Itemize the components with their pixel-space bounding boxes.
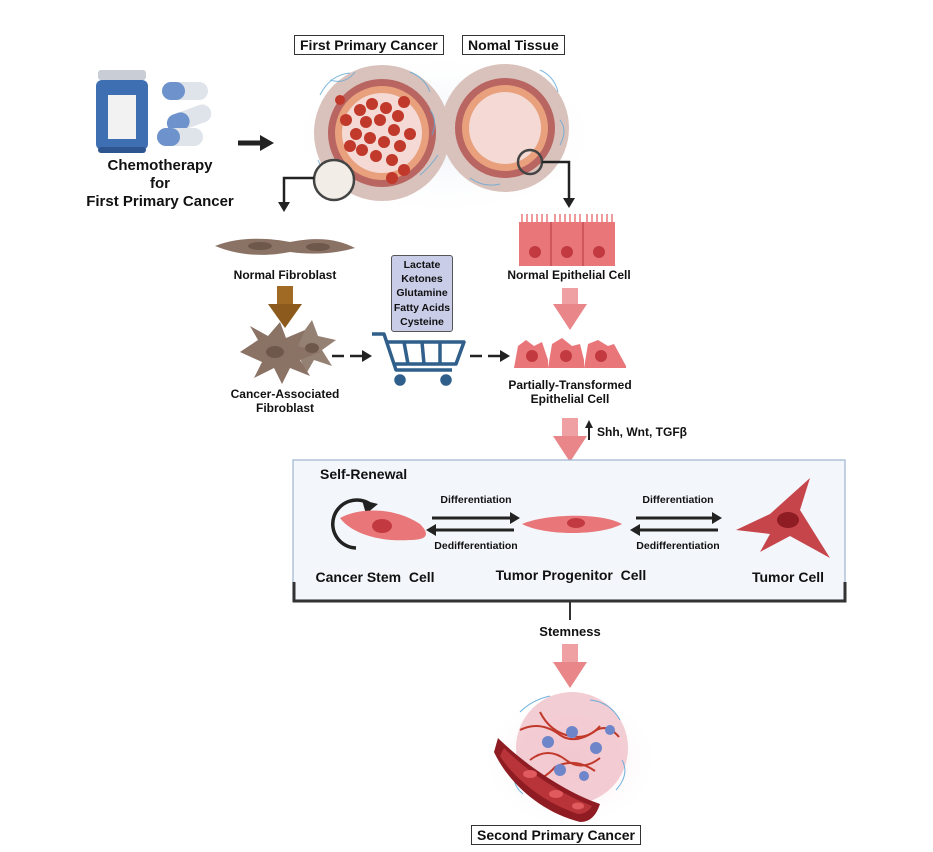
chemotherapy-label-line2: for	[150, 175, 170, 192]
metabolite-item: Fatty Acids	[393, 301, 451, 314]
partially-transformed-cells	[514, 338, 626, 368]
capsule-icon	[157, 82, 212, 146]
dedifferentiation-label-1: Dedifferentiation	[434, 540, 518, 552]
chemotherapy-label-line1: Chemotherapy	[107, 157, 213, 174]
caf-label-line1: Cancer-Associated	[230, 387, 340, 401]
tumor-progenitor-cell-label: Tumor Progenitor Cell	[495, 567, 647, 583]
metabolite-item: Cysteine	[400, 315, 444, 328]
chemotherapy-label: Chemotherapy for First Primary Cancer	[70, 157, 250, 211]
normal-epithelial-cell-label: Normal Epithelial Cell	[507, 268, 631, 282]
metabolite-item: Lactate	[403, 259, 441, 271]
differentiation-label-2: Differentiation	[642, 494, 714, 506]
normal-fibroblast-cell	[215, 238, 355, 255]
dedifferentiation-label-2: Dedifferentiation	[636, 540, 720, 552]
caf-label-line2: Fibroblast	[255, 401, 314, 416]
metabolite-item: Glutamine	[396, 287, 448, 300]
caf-label: Cancer-Associated Fibroblast	[205, 387, 365, 416]
metabolites-box: Lactate Ketones Glutamine Fatty Acids Cy…	[391, 255, 453, 332]
chemotherapy-label-line3: First Primary Cancer	[86, 193, 234, 210]
signals-label: Shh, Wnt, TGFβ	[597, 425, 687, 439]
partially-transformed-label-line1: Partially-Transformed	[508, 378, 632, 392]
partially-transformed-label-line2: Epithelial Cell	[530, 392, 610, 407]
cancer-tissue-section	[314, 65, 450, 201]
normal-tissue-section	[441, 64, 569, 192]
self-renewal-label: Self-Renewal	[320, 466, 408, 482]
normal-epithelial-cells	[519, 214, 615, 266]
normal-fibroblast-label: Normal Fibroblast	[233, 268, 337, 282]
second-primary-cancer-label: Second Primary Cancer	[471, 825, 641, 845]
partially-transformed-label: Partially-Transformed Epithelial Cell	[490, 378, 650, 407]
first-primary-cancer-label: First Primary Cancer	[294, 35, 444, 55]
differentiation-label-1: Differentiation	[440, 494, 512, 506]
stemness-label: Stemness	[539, 624, 601, 639]
normal-tissue-label: Nomal Tissue	[462, 35, 565, 55]
cancer-stem-cell-label: Cancer Stem Cell	[315, 569, 435, 585]
pill-bottle-icon	[96, 70, 148, 153]
shopping-cart-icon	[372, 332, 466, 386]
metabolite-item: Ketones	[401, 273, 443, 286]
cancer-associated-fibroblast	[240, 320, 336, 384]
self-renewal-arrow-icon	[331, 498, 371, 550]
blood-vessel-icon	[494, 738, 600, 822]
tumor-cell-label: Tumor Cell	[751, 569, 825, 585]
